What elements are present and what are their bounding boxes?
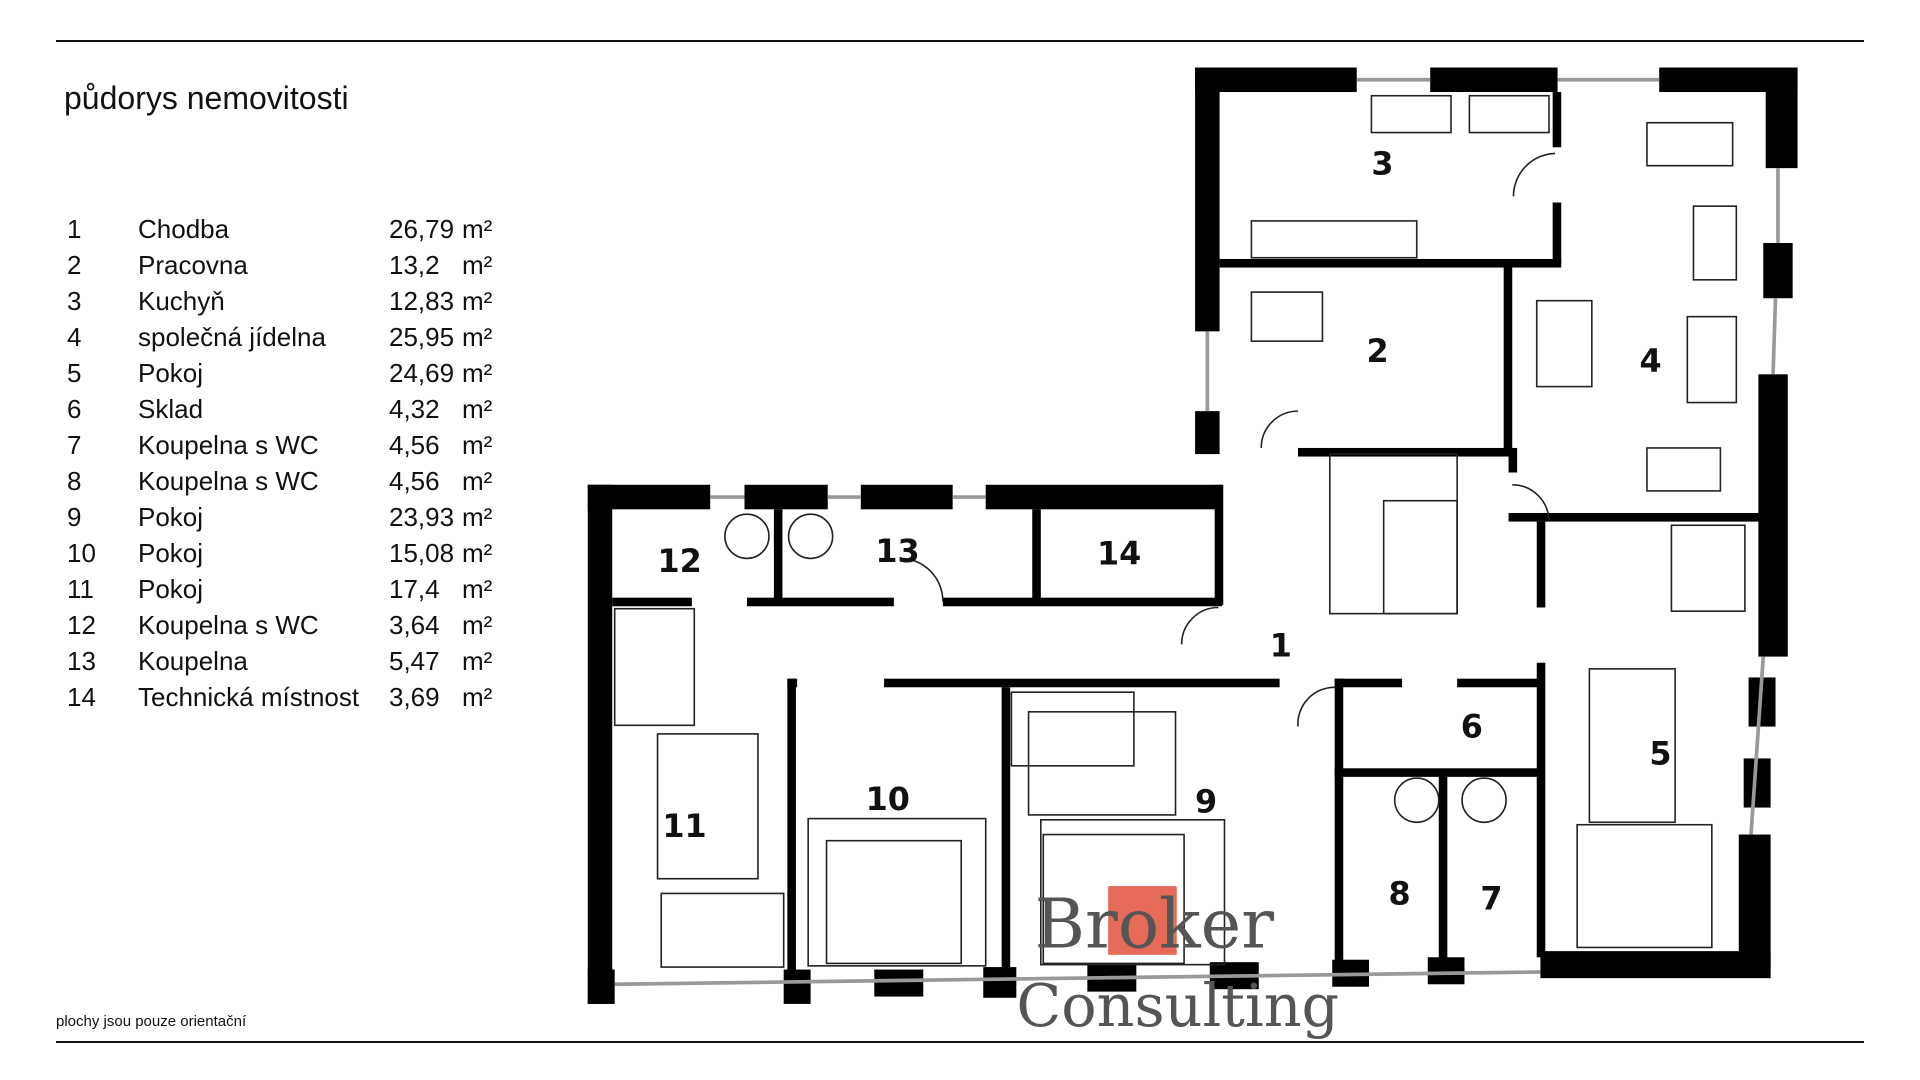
- plan-room-label: 1: [1270, 627, 1292, 665]
- logo-line1: Broker: [1035, 884, 1274, 964]
- room-number: 11: [67, 574, 94, 604]
- room-number: 6: [67, 394, 82, 424]
- top-rule: [56, 40, 1864, 42]
- area-unit: m²: [462, 646, 493, 676]
- plan-room-label: 2: [1366, 332, 1388, 370]
- plan-room-label: 12: [657, 542, 701, 580]
- plan-room-label: 3: [1371, 144, 1393, 182]
- room-number: 3: [67, 286, 82, 316]
- plan-room-label: 6: [1461, 708, 1483, 746]
- room-name: společná jídelna: [138, 322, 326, 352]
- room-area: 4,56: [389, 466, 440, 496]
- plan-room-label: 8: [1389, 874, 1411, 912]
- room-name: Koupelna s WC: [138, 430, 319, 460]
- outer-walls: [587, 67, 1798, 1004]
- room-area: 4,56: [389, 430, 440, 460]
- room-name: Sklad: [138, 394, 204, 424]
- area-unit: m²: [462, 322, 493, 352]
- room-number: 9: [67, 502, 82, 532]
- room-number: 4: [67, 322, 82, 352]
- room-number: 12: [67, 610, 96, 640]
- room-name: Kuchyň: [138, 286, 225, 316]
- room-name: Pracovna: [138, 250, 248, 280]
- page-title: půdorys nemovitosti: [64, 80, 349, 116]
- plan-room-label: 10: [866, 780, 910, 818]
- interior-walls: [612, 92, 1764, 970]
- room-name: Chodba: [138, 214, 230, 244]
- area-unit: m²: [462, 358, 493, 388]
- area-unit: m²: [462, 682, 493, 712]
- area-unit: m²: [462, 214, 493, 244]
- room-area: 13,2: [389, 250, 440, 280]
- plan-room-label: 9: [1195, 782, 1217, 820]
- area-unit: m²: [462, 502, 493, 532]
- area-unit: m²: [462, 574, 493, 604]
- furniture: [613, 94, 1746, 968]
- room-number: 5: [67, 358, 82, 388]
- room-area: 3,69: [389, 682, 440, 712]
- area-unit: m²: [462, 538, 493, 568]
- room-name: Pokoj: [138, 502, 204, 532]
- room-area: 23,93: [389, 502, 455, 532]
- room-number: 14: [67, 682, 96, 712]
- room-area: 26,79: [389, 214, 455, 244]
- room-name: Koupelna s WC: [138, 610, 319, 640]
- watermark-logo: Broker Consulting: [1016, 884, 1339, 1040]
- logo-line2: Consulting: [1016, 971, 1339, 1040]
- room-name: Pokoj: [138, 574, 204, 604]
- area-unit: m²: [462, 394, 493, 424]
- room-number: 10: [67, 538, 96, 568]
- room-area: 15,08: [389, 538, 455, 568]
- footnote: plochy jsou pouze orientační: [56, 1013, 247, 1030]
- room-area: 17,4: [389, 574, 440, 604]
- logo-accent-square: [1108, 886, 1177, 955]
- plan-room-label: 7: [1480, 879, 1502, 917]
- room-area: 12,83: [389, 286, 455, 316]
- plan-room-label: 5: [1649, 735, 1671, 773]
- area-unit: m²: [462, 250, 493, 280]
- room-area: 4,32: [389, 394, 440, 424]
- plan-room-label: 11: [662, 807, 706, 845]
- room-name: Koupelna s WC: [138, 466, 319, 496]
- room-area: 5,47: [389, 646, 440, 676]
- area-unit: m²: [462, 430, 493, 460]
- room-name: Technická místnost: [138, 682, 360, 712]
- area-unit: m²: [462, 466, 493, 496]
- area-unit: m²: [462, 610, 493, 640]
- room-number: 1: [67, 214, 82, 244]
- plan-room-label: 14: [1097, 535, 1141, 573]
- room-number: 2: [67, 250, 82, 280]
- room-area: 24,69: [389, 358, 455, 388]
- windows: [614, 77, 1780, 987]
- room-name: Pokoj: [138, 538, 204, 568]
- room-number: 8: [67, 466, 82, 496]
- room-name: Pokoj: [138, 358, 204, 388]
- plan-room-label: 13: [875, 532, 919, 570]
- room-area: 3,64: [389, 610, 440, 640]
- room-name: Koupelna: [138, 646, 248, 676]
- room-number: 7: [67, 430, 82, 460]
- bottom-rule: [56, 1041, 1864, 1043]
- room-number: 13: [67, 646, 96, 676]
- area-unit: m²: [462, 286, 493, 316]
- plan-room-label: 4: [1640, 342, 1662, 380]
- room-area: 25,95: [389, 322, 455, 352]
